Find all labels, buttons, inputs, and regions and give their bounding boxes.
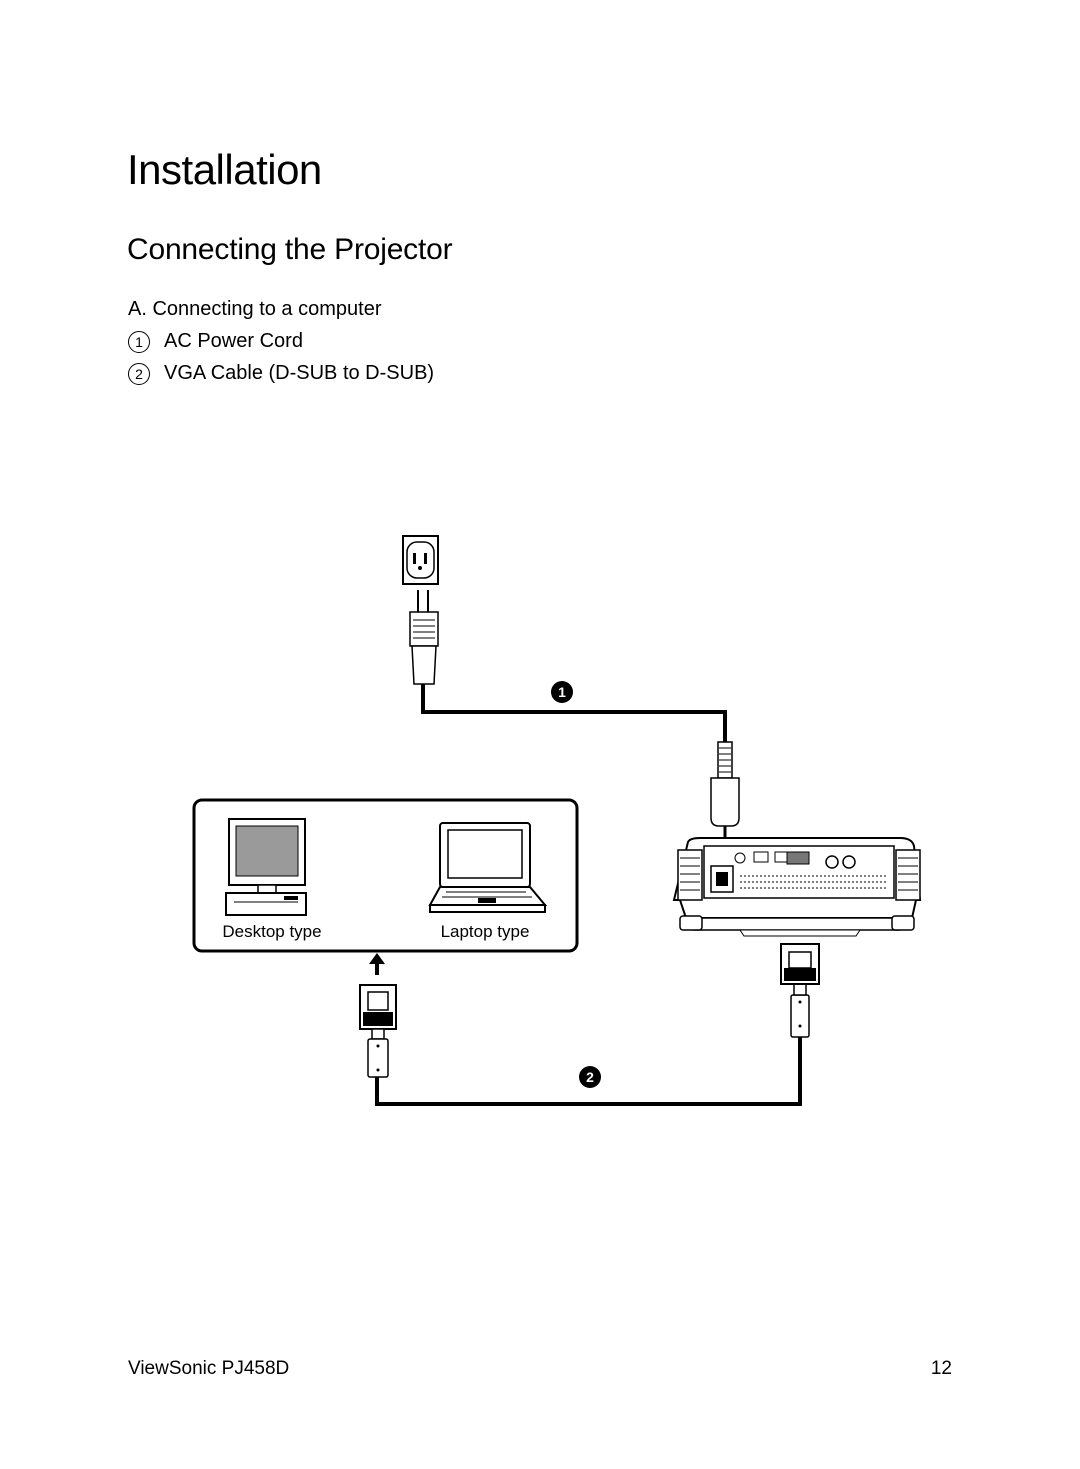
vga-connector-right-icon <box>780 943 820 1038</box>
section-title: Connecting the Projector <box>127 233 453 266</box>
arrow-up-icon <box>369 953 385 975</box>
laptop-computer-icon <box>428 822 548 913</box>
svg-text:2: 2 <box>586 1069 594 1085</box>
legend-label: AC Power Cord <box>164 330 303 352</box>
svg-text:1: 1 <box>558 684 566 700</box>
projector-rear-panel-icon <box>672 837 922 937</box>
legend-item-vga-cable: 2 VGA Cable (D-SUB to D-SUB) <box>128 362 434 385</box>
laptop-type-label: Laptop type <box>441 922 530 941</box>
footer-product-name: ViewSonic PJ458D <box>128 1358 290 1379</box>
power-plug-icon <box>409 590 439 685</box>
desktop-computer-icon <box>225 818 307 916</box>
wall-outlet-icon <box>402 535 439 585</box>
callout-1: 1 <box>551 681 573 703</box>
vga-cable-line <box>375 1036 802 1106</box>
vga-connector-left-icon <box>359 984 397 1078</box>
callout-2: 2 <box>579 1066 601 1088</box>
footer-page-number: 12 <box>930 1358 952 1379</box>
desktop-type-label: Desktop type <box>222 922 321 941</box>
legend-number: 1 <box>128 330 150 353</box>
page-title: Installation <box>127 146 322 193</box>
legend-label: VGA Cable (D-SUB to D-SUB) <box>164 362 435 384</box>
subsection-label: A. Connecting to a computer <box>128 298 382 320</box>
legend-number: 2 <box>128 362 150 385</box>
power-cord-line <box>421 684 727 742</box>
legend-item-power-cord: 1 AC Power Cord <box>128 330 303 353</box>
